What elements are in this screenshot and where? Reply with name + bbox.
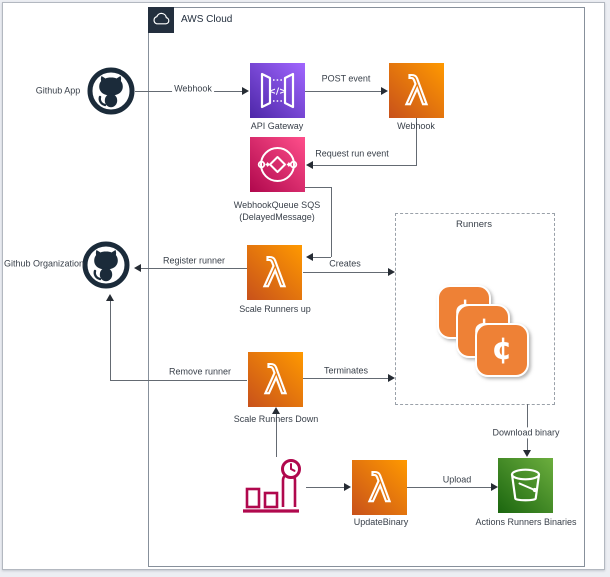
edge-download-binary-line — [527, 404, 528, 450]
github-app-label: Github App — [35, 85, 81, 96]
edge-terminates-label: Terminates — [321, 365, 371, 377]
edge-creates-label: Creates — [327, 258, 363, 270]
edge-terminates-line — [303, 378, 388, 379]
edge-request-run-line-h — [313, 165, 417, 166]
aws-cloud-icon — [148, 7, 174, 33]
scale-runners-up-label: Scale Runners up — [239, 304, 311, 314]
lambda-glyph: λ — [368, 466, 391, 510]
arrowhead-right-icon — [242, 87, 249, 95]
edge-sqs-scaleup-line1 — [305, 187, 331, 188]
octocat-icon — [87, 67, 135, 115]
github-org-label: Github Organization — [3, 258, 85, 269]
code-glyph: </> — [268, 87, 286, 97]
arrowhead-right-icon — [388, 374, 395, 382]
octocat-icon — [82, 241, 130, 289]
edge-register-runner-line — [141, 268, 247, 269]
edge-request-run-line-v — [416, 117, 417, 165]
edge-webhook-label: Webhook — [172, 83, 214, 95]
cent-glyph: ¢ — [491, 332, 513, 367]
scheduled-metric-icon — [243, 459, 301, 513]
update-binary-node: λ — [352, 460, 407, 515]
binaries-bucket-label: Actions Runners Binaries — [475, 517, 577, 527]
webhook-lambda-node: λ — [389, 63, 444, 118]
api-gateway-label: API Gateway — [250, 121, 304, 131]
lambda-icon: λ — [262, 250, 287, 296]
edge-sqs-scaleup-line2 — [331, 187, 332, 257]
webhook-queue-label-line1: WebhookQueue SQS — [233, 200, 321, 210]
edge-request-run-label: Request run event — [313, 148, 391, 160]
arrowhead-down-icon — [523, 450, 531, 457]
webhook-queue-label: WebhookQueue SQS (DelayedMessage) — [234, 199, 320, 223]
edge-post-event-line — [305, 91, 382, 92]
cloud-icon — [153, 12, 170, 25]
binaries-bucket-node — [498, 458, 553, 513]
arrowhead-right-icon — [491, 483, 498, 491]
scheduled-metric-node — [240, 455, 306, 519]
arrowhead-left-icon — [134, 264, 141, 272]
runners-group-label: Runners — [456, 219, 492, 230]
edge-register-runner-label: Register runner — [160, 255, 228, 267]
edge-schedule-scaledown-line — [276, 414, 277, 457]
arrowhead-left-icon — [306, 253, 313, 261]
arrowhead-left-icon — [306, 161, 313, 169]
edge-remove-runner-line-v — [110, 301, 111, 380]
github-app-node — [87, 67, 135, 115]
lambda-icon: λ — [404, 68, 429, 114]
sqs-queue-icon — [257, 147, 298, 182]
edge-creates-line — [303, 272, 388, 273]
runner-instance-icon: ¢ — [475, 323, 529, 377]
aws-cloud-title: AWS Cloud — [181, 14, 233, 25]
scale-runners-down-node: λ — [248, 352, 303, 407]
edge-schedule-updatebinary-line — [306, 487, 344, 488]
scale-runners-up-node: λ — [247, 245, 302, 300]
arrowhead-right-icon — [388, 268, 395, 276]
lambda-glyph: λ — [263, 251, 286, 295]
lambda-glyph: λ — [405, 69, 428, 113]
edge-upload-label: Upload — [440, 474, 474, 486]
arrowhead-up-icon — [272, 407, 280, 414]
edge-download-binary-label: Download binary — [490, 427, 562, 439]
edge-remove-runner-label: Remove runner — [166, 366, 234, 378]
scale-runners-down-label: Scale Runners Down — [233, 414, 319, 424]
webhook-queue-label-line2: (DelayedMessage) — [239, 212, 315, 222]
github-org-node — [82, 241, 130, 289]
edge-post-event-label: POST event — [319, 73, 373, 85]
webhook-lambda-label: Webhook — [397, 121, 435, 131]
edge-sqs-scaleup-line3 — [313, 257, 331, 258]
runners-group — [395, 213, 555, 405]
update-binary-label: UpdateBinary — [353, 517, 409, 527]
aws-cloud-group — [148, 7, 585, 567]
edge-remove-runner-line-h — [110, 380, 247, 381]
webhook-queue-node — [250, 137, 305, 192]
arrowhead-right-icon — [344, 483, 351, 491]
api-gateway-icon: </> — [260, 72, 295, 109]
edge-upload-line — [407, 487, 491, 488]
api-gateway-node: </> — [250, 63, 305, 118]
s3-bucket-icon — [510, 468, 541, 502]
arrowhead-right-icon — [381, 87, 388, 95]
lambda-icon: λ — [263, 357, 288, 403]
arrowhead-up-icon — [106, 294, 114, 301]
lambda-icon: λ — [367, 465, 392, 511]
lambda-glyph: λ — [264, 358, 287, 402]
